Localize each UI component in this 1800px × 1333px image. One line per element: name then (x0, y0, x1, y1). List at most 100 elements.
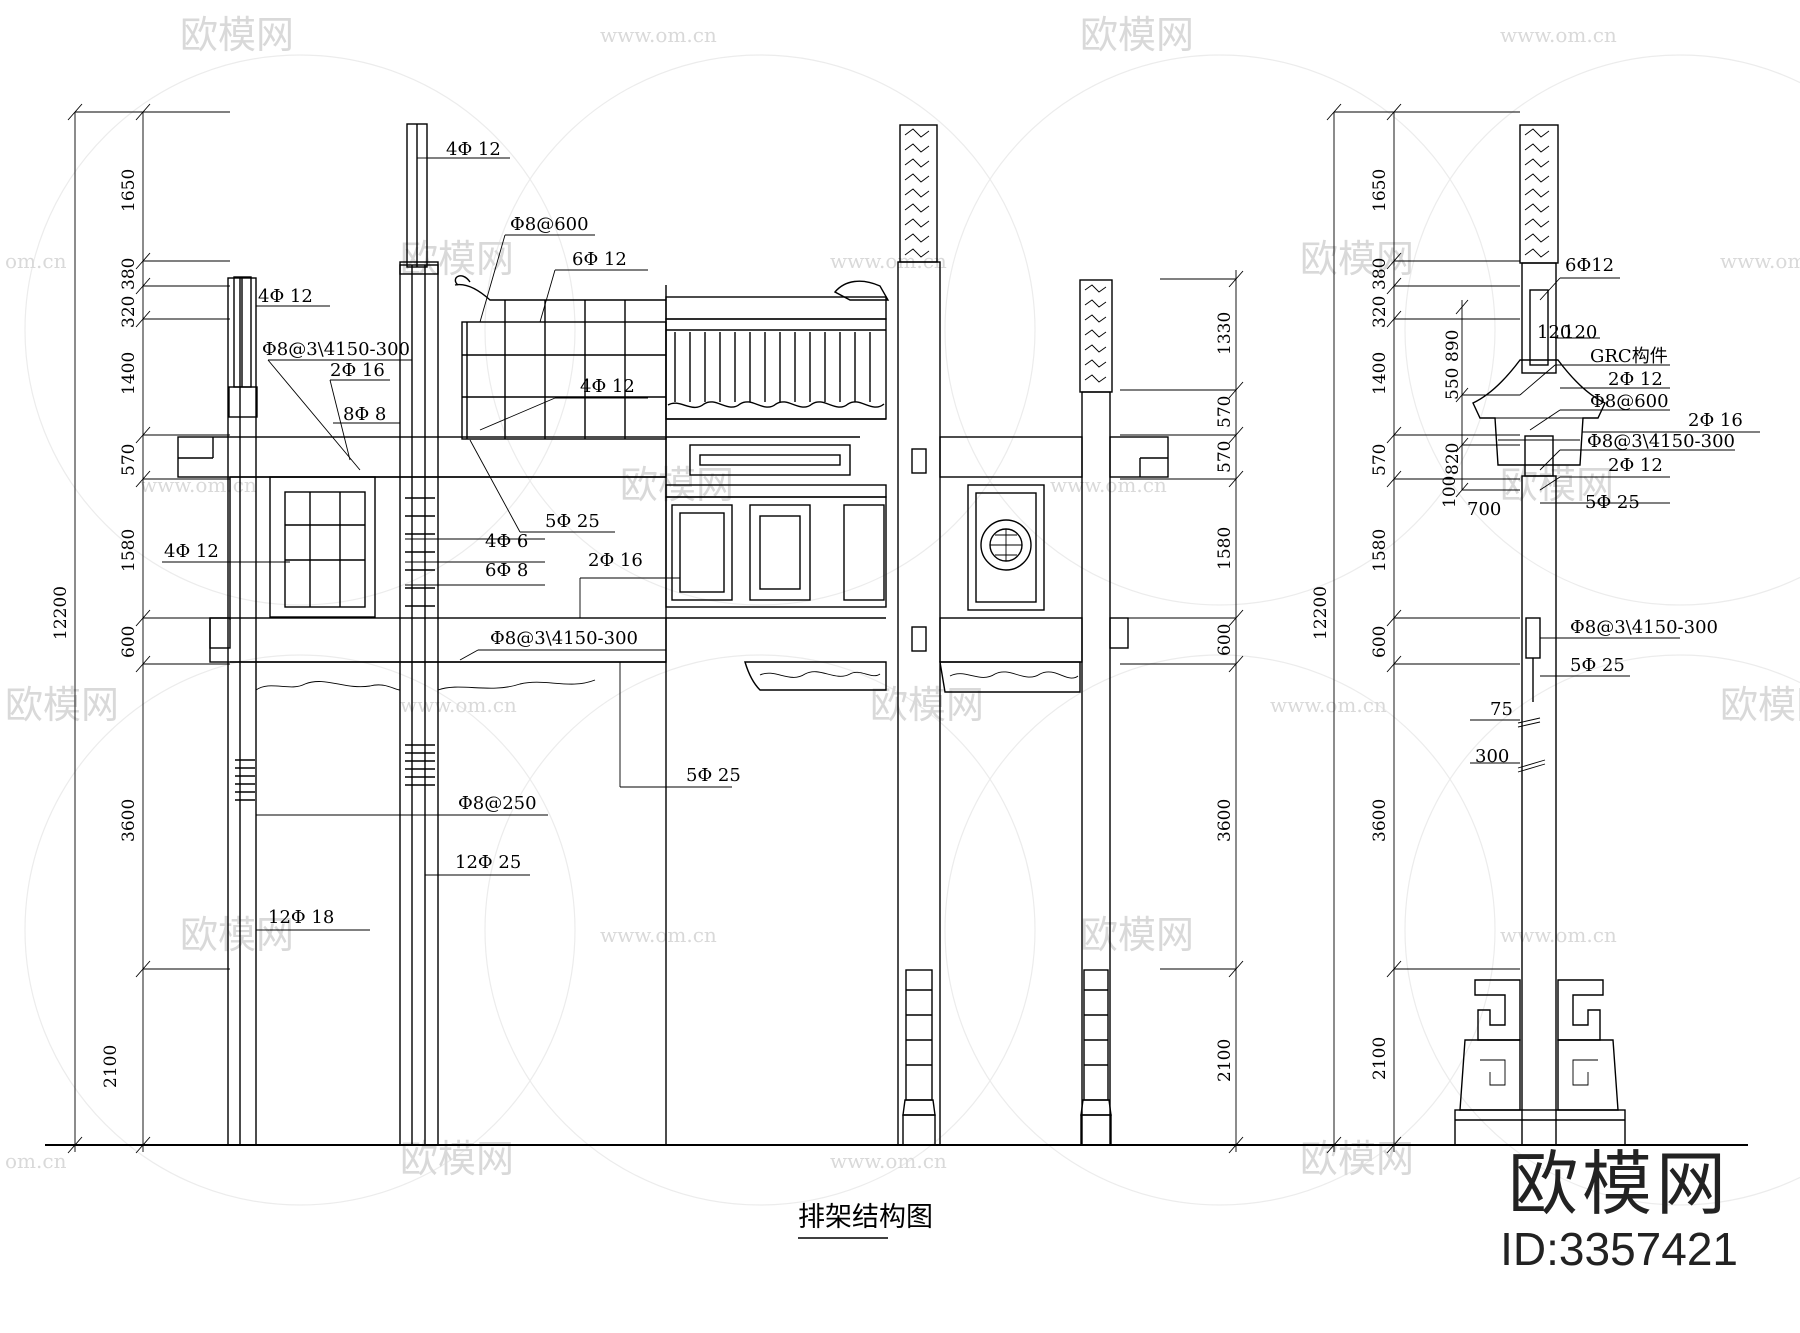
dim-label: 570 (1370, 444, 1390, 476)
dim-label: 2100 (101, 1045, 121, 1088)
rebar-label: 6Φ 8 (485, 560, 528, 581)
rebar-label: 4Φ 12 (580, 376, 635, 397)
rebar-leaders-right (1470, 277, 1760, 764)
dim-label: 3600 (1215, 799, 1235, 842)
rebar-label: 2Φ 16 (588, 550, 643, 571)
watermark-site: www.om.cn (830, 1149, 947, 1173)
drawing-title: 排架结构图 (798, 1202, 933, 1233)
rebar-label: 120 (1563, 322, 1597, 343)
watermark-brand: 欧模网 (400, 1137, 514, 1181)
dim-label: 570 (1215, 441, 1235, 473)
watermark-site: www.om.cn (600, 23, 717, 47)
dim-label: 3600 (1370, 799, 1390, 842)
dim-label: 1580 (1215, 527, 1235, 570)
watermark-brand: 欧模网 (1720, 683, 1800, 727)
dim-label: 75 (1490, 699, 1513, 720)
watermark-site: om.cn (5, 1149, 67, 1173)
dim-label: 320 (1370, 296, 1390, 328)
corner-brand-name: 欧模网 (1508, 1143, 1731, 1225)
dim-label: 1400 (119, 352, 139, 395)
dim-label: 550 (1443, 368, 1463, 400)
corner-brand: 欧模网 ID:3357421 (1500, 1145, 1738, 1275)
rebar-label: 6Φ12 (1565, 255, 1614, 276)
rebar-label: 5Φ 25 (686, 765, 741, 786)
rebar-label: 2Φ 12 (1608, 455, 1663, 476)
watermark-brand: 欧模网 (870, 683, 984, 727)
rebar-label: 5Φ 25 (1570, 655, 1625, 676)
rebar-label: 2Φ 16 (330, 360, 385, 381)
watermark-site: om.cn (5, 249, 67, 273)
watermark-site: www.om.cn (1720, 249, 1800, 273)
watermark-brand: 欧模网 (1300, 237, 1414, 281)
rebar-label: Φ8@250 (458, 793, 537, 814)
dim-label: 3600 (119, 799, 139, 842)
dim-label: 2100 (1370, 1037, 1390, 1080)
dim-label: 1650 (1370, 169, 1390, 212)
rebar-label: Φ8@3\4150-300 (262, 339, 410, 360)
dim-label: 1330 (1215, 312, 1235, 355)
rebar-label: Φ8@3\4150-300 (1587, 431, 1735, 452)
dim-total: 12200 (1311, 586, 1331, 640)
rebar-label: Φ8@3\4150-300 (1570, 617, 1718, 638)
dim-label: 320 (119, 296, 139, 328)
watermark-brand: 欧模网 (180, 13, 294, 57)
watermark-site: www.om.cn (1500, 923, 1617, 947)
dim-label: 1580 (1370, 529, 1390, 572)
rebar-label: 12Φ 25 (455, 852, 521, 873)
dim-label: 820 (1443, 443, 1463, 475)
rebar-labels-right: 6Φ12 120 GRC构件 2Φ 12 Φ8@600 2Φ 16 Φ8@3\4… (1467, 255, 1743, 767)
watermark-brand: 欧模网 (1500, 463, 1614, 507)
center-elevation (665, 124, 1169, 1146)
watermark-site: www.om.cn (1270, 693, 1387, 717)
dim-label: 890 (1443, 330, 1463, 362)
dimension-stack-left: 12200 1650 380 320 1400 570 1580 600 360… (51, 103, 230, 1154)
dim-total: 12200 (51, 586, 71, 640)
rebar-label: 4Φ 6 (485, 531, 528, 552)
rebar-label: 5Φ 25 (545, 511, 600, 532)
watermark-brand: 欧模网 (180, 913, 294, 957)
watermark-site: www.om.cn (600, 923, 717, 947)
rebar-leaders-left (162, 157, 732, 931)
watermark-site: www.om.cn (400, 693, 517, 717)
rebar-label: Φ8@600 (1590, 391, 1669, 412)
dim-label: 300 (1475, 746, 1509, 767)
dim-label: 1400 (1370, 352, 1390, 395)
right-detail-column (1454, 124, 1626, 1146)
dim-label: 600 (1370, 626, 1390, 658)
rebar-label: 4Φ 12 (164, 541, 219, 562)
rebar-label: GRC构件 (1590, 346, 1668, 367)
watermark-brand: 欧模网 (5, 683, 119, 727)
rebar-labels-left: 4Φ 12 Φ8@600 6Φ 12 4Φ 12 Φ8@3\4150-300 2… (164, 139, 741, 928)
dim-label: 600 (119, 626, 139, 658)
watermark-brand: 欧模网 (1080, 13, 1194, 57)
dim-label: 380 (119, 258, 139, 290)
watermark-brand: 欧模网 (1080, 913, 1194, 957)
watermark-layer: 欧模网 www.om.cn 欧模网 www.om.cn om.cn 欧模网 ww… (5, 13, 1800, 1206)
dim-label: 2100 (1215, 1039, 1235, 1082)
dim-label: 100 (1440, 476, 1460, 508)
rebar-label: Φ8@3\4150-300 (490, 628, 638, 649)
dim-label: 570 (1215, 396, 1235, 428)
dim-label: 380 (1370, 258, 1390, 290)
dim-label: 1580 (119, 529, 139, 572)
dim-label: 700 (1467, 499, 1501, 520)
rebar-label: Φ8@600 (510, 214, 589, 235)
dim-label: 570 (119, 444, 139, 476)
rebar-label: 6Φ 12 (572, 249, 627, 270)
rebar-label: 2Φ 12 (1608, 369, 1663, 390)
watermark-brand: 欧模网 (1300, 1137, 1414, 1181)
rebar-label: 4Φ 12 (258, 286, 313, 307)
rebar-label: 12Φ 18 (268, 907, 334, 928)
dim-label: 120 (1537, 322, 1571, 343)
dim-label: 1650 (119, 169, 139, 212)
left-structure (177, 123, 667, 1146)
rebar-label: 4Φ 12 (446, 139, 501, 160)
dim-label: 600 (1215, 624, 1235, 656)
corner-id: ID:3357421 (1500, 1223, 1738, 1275)
watermark-site: www.om.cn (830, 249, 947, 273)
dimension-stack-middle: 1330 570 570 1580 600 3600 2100 (1120, 270, 1244, 1154)
rebar-label: 8Φ 8 (343, 404, 386, 425)
rebar-label: 5Φ 25 (1585, 492, 1640, 513)
watermark-site: www.om.cn (1500, 23, 1617, 47)
